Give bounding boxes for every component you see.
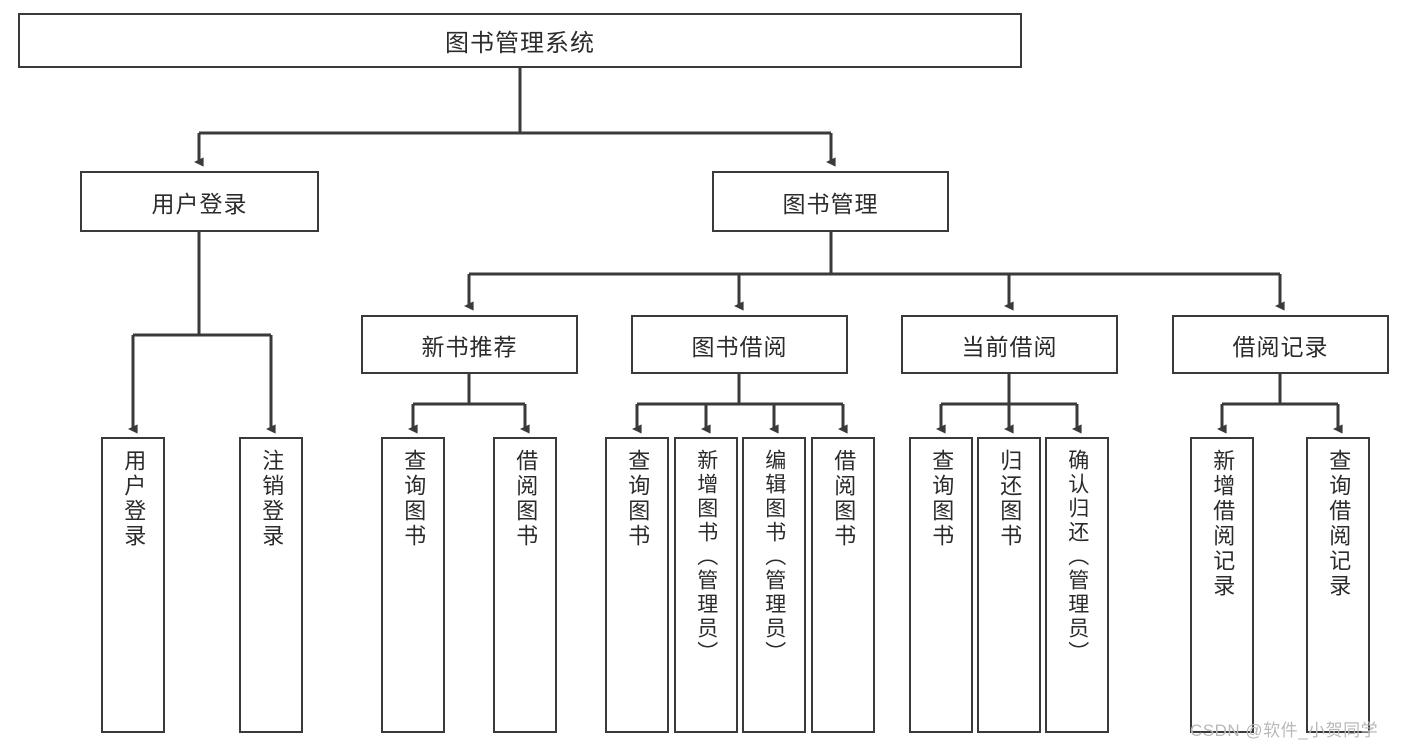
node-leaf-add-record[interactable]: 新增借阅记录 <box>1190 437 1254 733</box>
node-root-system[interactable]: 图书管理系统 <box>18 13 1022 68</box>
csdn-watermark: CSDN @软件_小贺同学 <box>1190 721 1379 740</box>
leaf-label: 用户登录 <box>121 449 147 549</box>
node-user-login[interactable]: 用户登录 <box>80 171 319 232</box>
leaf-label: 新增借阅记录 <box>1210 449 1236 599</box>
leaf-label: 确认归还（管理员） <box>1065 449 1089 665</box>
node-leaf-query-record[interactable]: 查询借阅记录 <box>1306 437 1370 733</box>
node-leaf-return-book[interactable]: 归还图书 <box>977 437 1041 733</box>
node-leaf-borrow-book-1[interactable]: 借阅图书 <box>493 437 557 733</box>
leaf-label: 借阅图书 <box>831 449 857 549</box>
node-leaf-confirm-return[interactable]: 确认归还（管理员） <box>1045 437 1109 733</box>
leaf-label: 借阅图书 <box>513 449 539 549</box>
node-leaf-user-logout[interactable]: 注销登录 <box>239 437 303 733</box>
leaf-label: 查询图书 <box>625 449 651 549</box>
leaf-label: 查询图书 <box>929 449 955 549</box>
node-leaf-add-book[interactable]: 新增图书（管理员） <box>674 437 738 733</box>
node-new-book-recommend[interactable]: 新书推荐 <box>361 315 578 374</box>
leaf-label: 查询图书 <box>401 449 427 549</box>
node-borrow-record[interactable]: 借阅记录 <box>1172 315 1389 374</box>
leaf-label: 注销登录 <box>259 449 285 549</box>
node-leaf-borrow-book-2[interactable]: 借阅图书 <box>811 437 875 733</box>
node-leaf-query-book-3[interactable]: 查询图书 <box>909 437 973 733</box>
node-leaf-edit-book[interactable]: 编辑图书（管理员） <box>742 437 806 733</box>
leaf-label: 归还图书 <box>997 449 1023 549</box>
node-leaf-query-book-1[interactable]: 查询图书 <box>381 437 445 733</box>
leaf-label: 新增图书（管理员） <box>694 449 718 665</box>
leaf-label: 查询借阅记录 <box>1326 449 1352 599</box>
node-current-borrow[interactable]: 当前借阅 <box>901 315 1118 374</box>
node-book-borrow[interactable]: 图书借阅 <box>631 315 848 374</box>
node-leaf-user-login[interactable]: 用户登录 <box>101 437 165 733</box>
node-book-manage[interactable]: 图书管理 <box>712 171 949 232</box>
node-leaf-query-book-2[interactable]: 查询图书 <box>605 437 669 733</box>
leaf-label: 编辑图书（管理员） <box>762 449 786 665</box>
